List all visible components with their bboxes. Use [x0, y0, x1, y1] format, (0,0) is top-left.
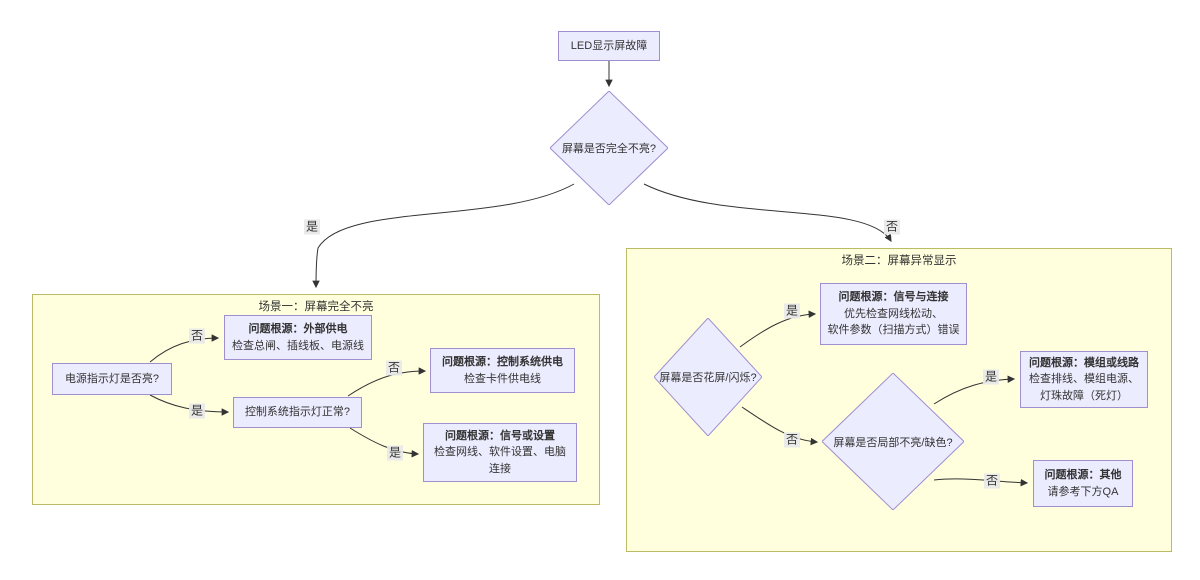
cause-signal-settings-title: 问题根源：信号或设置 [445, 429, 555, 442]
edge-label-partial-yes: 是 [982, 369, 1000, 385]
edge-decision-no-to-scene2 [643, 183, 892, 242]
edge-label-main-yes: 是 [303, 219, 321, 235]
decision-partial-dark-label: 屏幕是否局部不亮/缺色? [833, 436, 953, 449]
cause-external-power-title: 问题根源：外部供电 [248, 323, 348, 335]
scene2-title: 场景二：屏幕异常显示 [841, 255, 957, 267]
cause-signal-settings-desc-1: 检查网线、软件设置、电脑 [434, 446, 566, 459]
cause-signal-settings: 问题根源：信号或设置 检查网线、软件设置、电脑 连接 [423, 423, 577, 482]
node-led-fault: LED显示屏故障 [558, 31, 660, 61]
diamond-shape [654, 318, 762, 436]
scene1-title: 场景一：屏幕完全不亮 [258, 301, 374, 313]
edge-power-no-to-external [149, 334, 220, 363]
edge-label-control-no: 否 [385, 360, 403, 376]
edge-label-main-no: 否 [883, 219, 901, 235]
edge-label-power-yes: 是 [188, 403, 206, 419]
edge-control-no-to-ctrlpower [347, 367, 427, 397]
cause-signal-connection: 问题根源：信号与连接 优先检查网线松动、 软件参数（扫描方式）错误 [820, 283, 967, 345]
cause-module-wiring-desc-1: 检查排线、模组电源、 [1029, 373, 1139, 386]
cause-signal-settings-desc-2: 连接 [489, 462, 511, 475]
edge-label-partial-no: 否 [983, 473, 1001, 489]
diamond-shape [822, 373, 964, 510]
edge-label-power-no: 否 [188, 328, 206, 344]
cause-control-power-title: 问题根源：控制系统供电 [442, 356, 563, 368]
decision-flicker-label: 屏幕是否花屏/闪烁? [659, 372, 757, 384]
question-power-indicator: 电源指示灯是否亮? [52, 363, 172, 395]
decision-partial-dark: 屏幕是否局部不亮/缺色? [822, 373, 964, 510]
cause-module-wiring-desc-2: 灯珠故障（死灯） [1040, 389, 1128, 402]
cause-external-power-desc: 检查总闸、插线板、电源线 [232, 339, 364, 352]
decision-flicker: 屏幕是否花屏/闪烁? [654, 318, 762, 436]
edge-power-yes-to-control [149, 394, 230, 416]
cause-control-power-desc: 检查卡件供电线 [464, 372, 541, 385]
edge-decision-yes-to-scene1 [312, 183, 575, 289]
edge-label-control-yes: 是 [386, 445, 404, 461]
cause-other-desc: 请参考下方QA [1047, 485, 1119, 498]
edge-partial-yes-to-module [933, 375, 1016, 405]
cause-module-wiring: 问题根源：模组或线路 检查排线、模组电源、 灯珠故障（死灯） [1020, 351, 1148, 408]
decision-screen-dark-label: 屏幕是否完全不亮? [561, 143, 657, 155]
cause-signal-connection-desc-2: 软件参数（扫描方式）错误 [827, 324, 960, 337]
edge-control-yes-to-signal [349, 427, 420, 458]
edge-flicker-yes-to-connection [739, 310, 817, 348]
cause-other: 问题根源：其他 请参考下方QA [1033, 460, 1133, 507]
cause-control-power: 问题根源：控制系统供电 检查卡件供电线 [430, 348, 575, 393]
cause-signal-connection-desc-1: 优先检查网线松动、 [844, 307, 943, 320]
edge-label-flicker-no: 否 [783, 432, 801, 448]
decision-screen-dark: 屏幕是否完全不亮? [550, 91, 668, 205]
cause-module-wiring-title: 问题根源：模组或线路 [1029, 356, 1139, 369]
question-control-indicator: 控制系统指示灯正常? [233, 397, 362, 428]
cause-signal-connection-title: 问题根源：信号与连接 [838, 291, 949, 304]
edge-partial-no-to-other [933, 478, 1029, 487]
edge-flicker-no-to-partial [741, 406, 819, 446]
edge-label-flicker-yes: 是 [783, 303, 801, 319]
cause-other-title: 问题根源：其他 [1044, 469, 1122, 481]
cause-external-power: 问题根源：外部供电 检查总闸、插线板、电源线 [224, 315, 372, 360]
diamond-shape [550, 91, 668, 205]
